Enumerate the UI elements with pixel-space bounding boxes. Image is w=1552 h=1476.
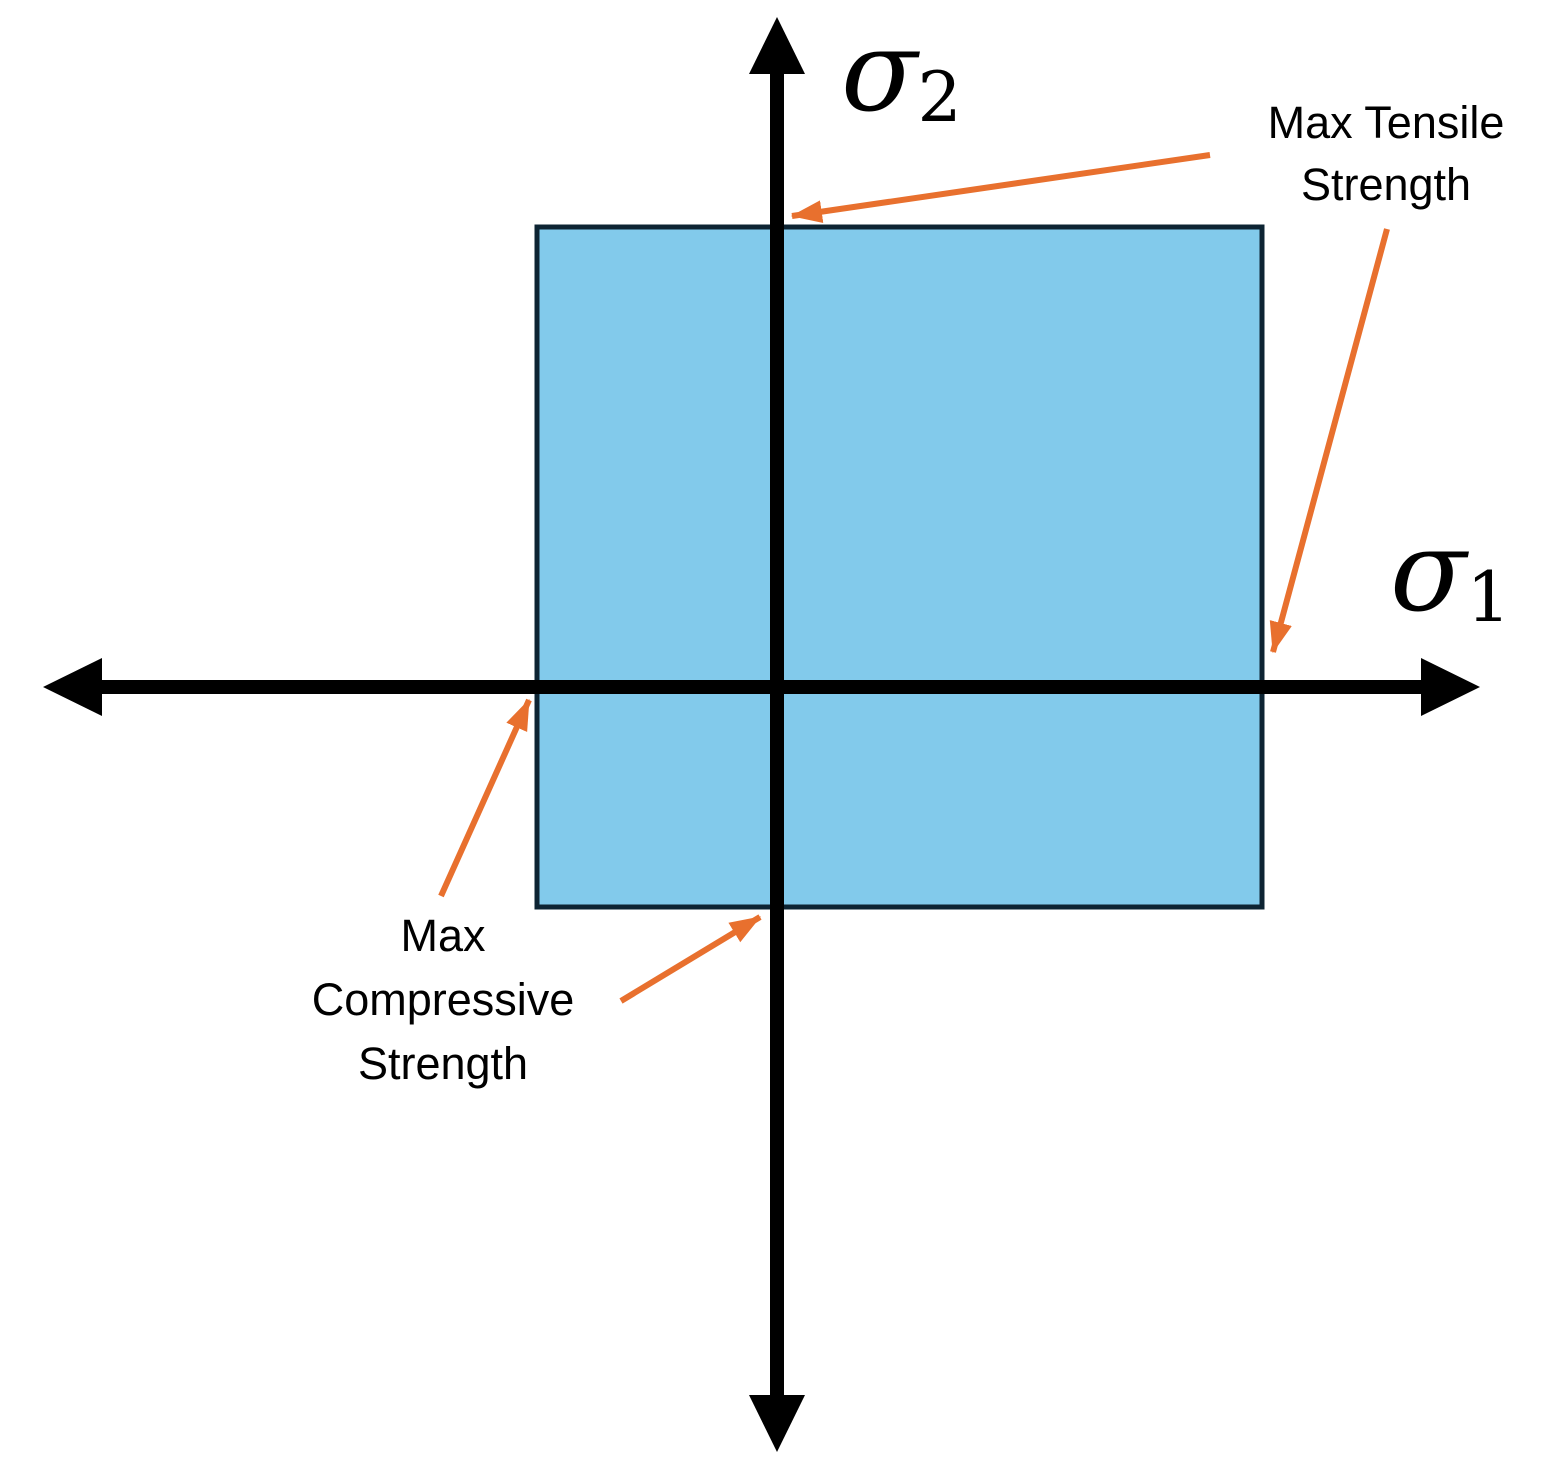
y-axis-top-arrowhead	[749, 17, 805, 74]
annotation-line: Max	[400, 910, 486, 961]
compressive-arrow-to-left-edge	[438, 698, 532, 898]
sigma1-subscript: 1	[1466, 558, 1511, 639]
tensile-arrow-to-right-edge	[1269, 228, 1390, 654]
compressive-arrow-to-bottom-edge	[619, 914, 762, 1004]
annotation-line: Max Tensile	[1267, 97, 1505, 148]
x-axis-left-arrowhead	[43, 658, 102, 716]
annotation-line: Compressive	[311, 974, 575, 1025]
failure-envelope-region	[534, 224, 1265, 910]
sigma1-axis-label: σ1	[1390, 516, 1511, 634]
tensile-arrow-to-top-edge	[790, 152, 1211, 223]
max-compressive-annotation: Max Compressive Strength	[283, 904, 603, 1096]
annotation-line: Strength	[357, 1038, 529, 1089]
annotation-line: Strength	[1300, 159, 1472, 210]
y-axis-bottom-arrowhead	[749, 1395, 805, 1452]
sigma-symbol: σ	[841, 7, 918, 137]
sigma2-subscript: 2	[917, 58, 962, 139]
sigma-symbol: σ	[1390, 507, 1467, 637]
x-axis-right-arrowhead	[1421, 658, 1480, 716]
max-tensile-annotation: Max Tensile Strength	[1226, 92, 1546, 216]
sigma2-axis-label: σ2	[841, 16, 962, 134]
